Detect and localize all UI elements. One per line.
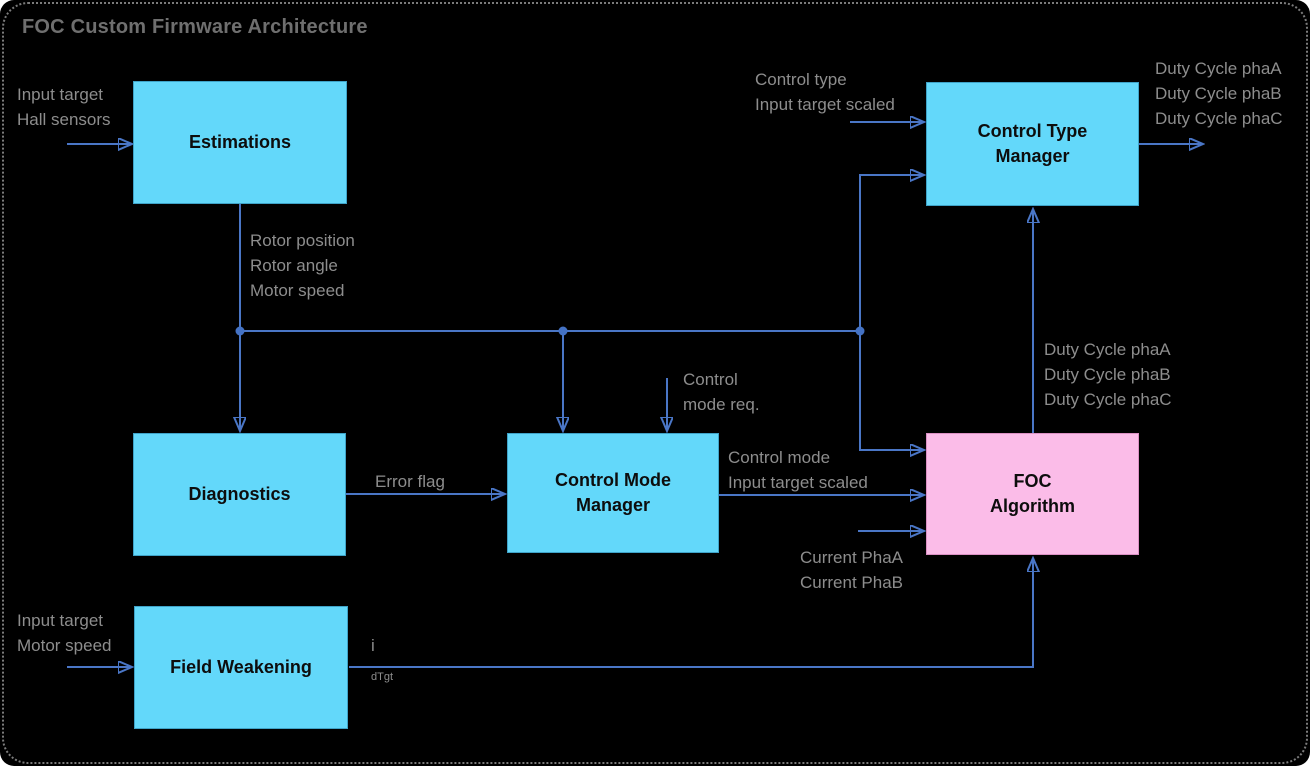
block-label: Algorithm: [990, 496, 1075, 516]
label-estimations-inputs: Input target Hall sensors: [17, 82, 111, 132]
block-foc-algorithm: FOC Algorithm: [926, 433, 1139, 555]
block-label: Field Weakening: [170, 657, 312, 677]
label-control-mode-outputs: Control mode Input target scaled: [728, 445, 868, 495]
block-label: Control Mode: [555, 470, 671, 490]
wire-bus-to-foc-algorithm: [859, 331, 924, 450]
label-error-flag: Error flag: [375, 469, 445, 494]
label-control-mode-request: Control mode req.: [683, 367, 760, 417]
signal-text: Input target: [17, 611, 104, 630]
signal-text: Control: [683, 370, 738, 389]
signal-text: Hall sensors: [17, 110, 111, 129]
label-field-weakening-inputs: Input target Motor speed: [17, 608, 112, 658]
signal-text: Motor speed: [250, 281, 345, 300]
signal-text: Duty Cycle phaC: [1155, 109, 1283, 128]
signal-text: Duty Cycle phaA: [1155, 59, 1282, 78]
signal-text: Control mode: [728, 448, 831, 467]
signal-text: Duty Cycle phaB: [1155, 84, 1282, 103]
signal-text: mode req.: [683, 395, 760, 414]
wire-bus-to-control-type-manager: [859, 175, 924, 331]
label-duty-cycle-outputs: Duty Cycle phaA Duty Cycle phaB Duty Cyc…: [1155, 56, 1283, 131]
block-diagnostics: Diagnostics: [133, 433, 346, 556]
diagram-title: FOC Custom Firmware Architecture: [22, 16, 368, 38]
block-estimations: Estimations: [133, 81, 347, 204]
signal-text: Error flag: [375, 472, 445, 491]
junction-dot: [235, 326, 245, 336]
label-current-inputs: Current PhaA Current PhaB: [800, 545, 903, 595]
block-label: Estimations: [188, 132, 292, 152]
signal-text: Motor speed: [17, 636, 112, 655]
signal-text: Control type: [755, 70, 847, 89]
block-label: Diagnostics: [188, 484, 291, 504]
wire-field-weakening-to-foc: [349, 558, 1033, 668]
block-label: Manager: [995, 146, 1070, 166]
signal-text: Input target: [17, 85, 104, 104]
signal-text: Input target scaled: [755, 95, 895, 114]
block-label: Manager: [575, 495, 651, 515]
block-label: FOC: [1013, 471, 1052, 491]
junction-dot: [855, 326, 865, 336]
signal-text: Duty Cycle phaA: [1044, 340, 1171, 359]
label-control-type-inputs: Control type Input target scaled: [755, 67, 895, 117]
junction-dot: [558, 326, 568, 336]
block-label: Control Type: [977, 121, 1088, 141]
signal-text: Rotor position: [250, 231, 355, 250]
signal-text: Current PhaA: [800, 548, 903, 567]
label-foc-duty-outputs: Duty Cycle phaA Duty Cycle phaB Duty Cyc…: [1044, 337, 1172, 412]
signal-text: Current PhaB: [800, 573, 903, 592]
block-control-type-manager: Control Type Manager: [926, 82, 1139, 206]
block-control-mode-manager: Control Mode Manager: [507, 433, 719, 553]
signal-text: Rotor angle: [250, 256, 338, 275]
signal-text: Duty Cycle phaC: [1044, 390, 1172, 409]
signal-text: Duty Cycle phaB: [1044, 365, 1171, 384]
label-estimations-outputs: Rotor position Rotor angle Motor speed: [250, 228, 355, 303]
signal-text: Input target scaled: [728, 473, 868, 492]
block-field-weakening: Field Weakening: [134, 606, 348, 729]
